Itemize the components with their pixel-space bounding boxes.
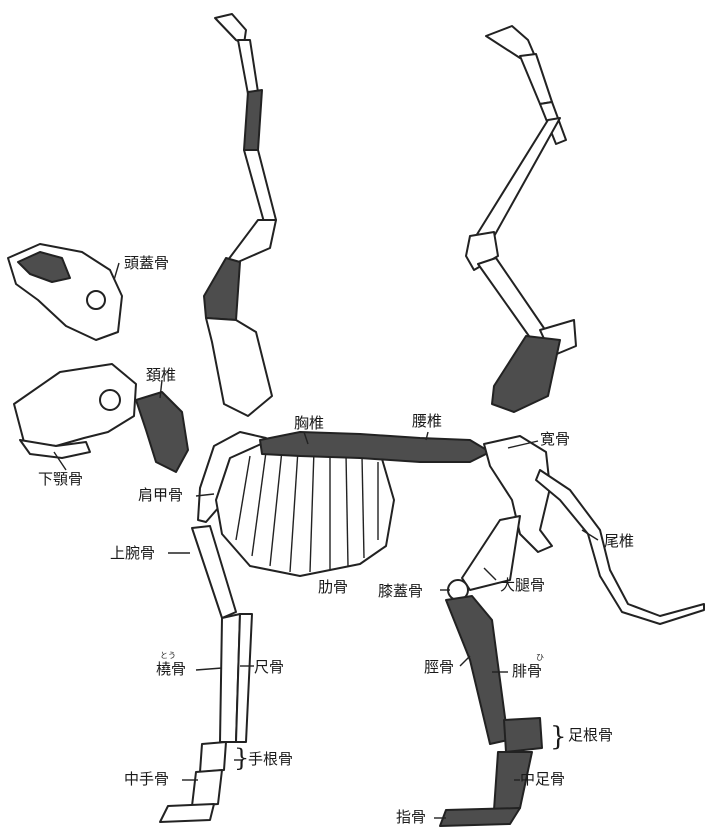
label-metatarsal: 中足骨 xyxy=(520,772,565,787)
label-thoracic: 胸椎 xyxy=(294,416,324,431)
label-patella: 膝蓋骨 xyxy=(378,584,423,599)
label-scapula: 肩甲骨 xyxy=(138,488,183,503)
label-carpal: 手根骨 xyxy=(248,752,293,767)
label-phalanges: 指骨 xyxy=(396,810,426,825)
label-carpal-bracket: } xyxy=(234,746,249,770)
label-radius: 橈骨 xyxy=(156,662,186,677)
label-ribs: 肋骨 xyxy=(318,580,348,595)
detached-hindleg-illustration xyxy=(466,26,576,412)
label-cervical: 頚椎 xyxy=(146,368,176,383)
label-tarsal: 足根骨 xyxy=(568,728,613,743)
label-lumbar: 腰椎 xyxy=(412,414,442,429)
detached-foreleg-illustration xyxy=(204,14,276,416)
label-tail: 尾椎 xyxy=(604,534,634,549)
detached-skull-illustration xyxy=(8,244,122,340)
label-tibia: 脛骨 xyxy=(424,660,454,675)
label-metacarpal: 中手骨 xyxy=(124,772,169,787)
label-tarsal-bracket: } xyxy=(550,724,567,750)
label-humerus: 上腕骨 xyxy=(110,546,155,561)
label-femur: 大腿骨 xyxy=(500,578,545,593)
label-skull: 頭蓋骨 xyxy=(124,256,169,271)
label-ulna: 尺骨 xyxy=(254,660,284,675)
label-fibula: 腓骨 xyxy=(512,664,542,679)
label-mandible: 下顎骨 xyxy=(38,472,83,487)
label-pelvis: 寛骨 xyxy=(540,432,570,447)
